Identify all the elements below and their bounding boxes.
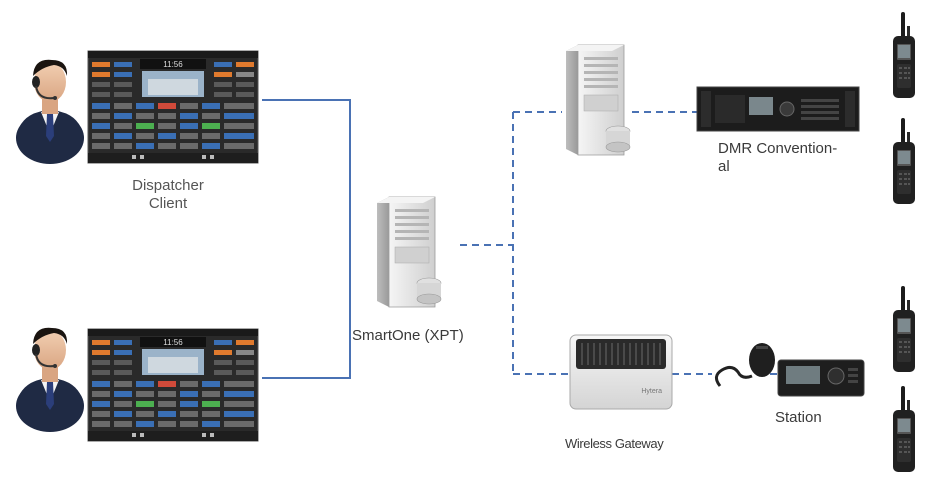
two-way-radio-icon	[893, 118, 915, 204]
two-way-radio-icon	[893, 12, 915, 98]
server-tower-icon	[376, 196, 442, 308]
dmr-label-line2: al	[718, 158, 730, 175]
dispatcher-label-line1: Dispatcher	[132, 177, 204, 194]
two-way-radio-icon	[893, 286, 915, 372]
repeater-icon	[696, 86, 860, 132]
smartone-label: SmartOne (XPT)	[352, 327, 464, 344]
two-way-radio-icon	[893, 386, 915, 472]
station-label: Station	[775, 409, 822, 426]
wireless-gateway-icon: Hytera	[569, 334, 673, 410]
server-tower-icon	[565, 44, 631, 156]
dispatcher-client-label: Dispatcher Client	[113, 177, 223, 213]
mobile-radio-icon	[715, 343, 865, 397]
dispatcher-label-line2: Client	[148, 195, 188, 212]
operator-headset-icon	[15, 326, 85, 433]
wireless-gateway-label: Wireless Gateway	[565, 436, 664, 451]
dmr-conventional-label: DMR Convention- al	[718, 140, 888, 176]
gateway-brand: Hytera	[641, 388, 662, 395]
dmr-label-line1: DMR Convention-	[718, 140, 838, 157]
solid-links	[262, 99, 351, 379]
dispatch-console-screen-icon	[87, 50, 259, 164]
operator-headset-icon	[15, 58, 85, 165]
dispatch-console-screen-icon	[87, 328, 259, 442]
